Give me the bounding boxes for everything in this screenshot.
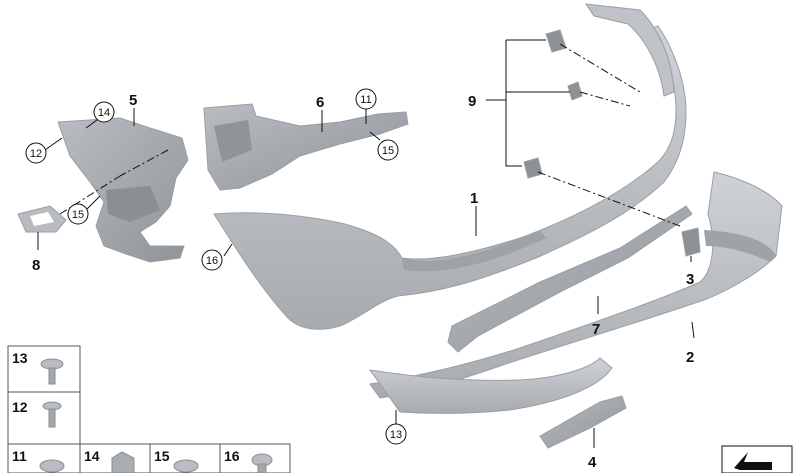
fastener-11-nut — [39, 459, 65, 473]
callout-6: 6 — [316, 94, 324, 111]
svg-text:15: 15 — [382, 145, 394, 157]
callout-4: 4 — [588, 454, 597, 471]
legend-label-15: 15 — [154, 448, 170, 464]
legend-label-11: 11 — [12, 448, 27, 464]
part-4-bracket — [539, 395, 627, 449]
fastener-14-clip — [111, 451, 135, 473]
legend-label-13: 13 — [12, 350, 28, 366]
svg-text:14: 14 — [98, 107, 110, 119]
svg-text:11: 11 — [360, 94, 371, 106]
legend-label-14: 14 — [84, 448, 100, 464]
part-9-clips — [523, 29, 583, 179]
part-7-reinforcement — [447, 205, 693, 353]
fastener-13-screw — [40, 358, 64, 385]
circled-callout-14: 14 — [93, 101, 115, 123]
view-direction-icon — [721, 445, 793, 473]
fastener-15-nut — [173, 459, 199, 473]
svg-text:16: 16 — [206, 255, 218, 267]
circled-callout-13: 13 — [385, 423, 407, 445]
part-8-clip — [17, 205, 67, 233]
callout-8: 8 — [32, 257, 40, 274]
svg-text:13: 13 — [390, 429, 402, 441]
fastener-16-rivet — [251, 453, 273, 473]
circled-callout-15-right: 15 — [377, 139, 399, 161]
part-1-bumper-panel — [213, 3, 687, 330]
callout-7: 7 — [592, 321, 600, 338]
part-6-carrier — [203, 103, 409, 191]
legend-label-12: 12 — [12, 399, 28, 415]
callout-9: 9 — [468, 93, 476, 110]
svg-text:15: 15 — [72, 209, 84, 221]
circled-callout-16: 16 — [201, 249, 223, 271]
circled-callout-11: 11 — [355, 88, 377, 110]
circled-callout-12: 12 — [25, 142, 47, 164]
fastener-12-screw — [42, 401, 62, 428]
part-3-clip — [681, 227, 701, 257]
fastener-legend: 13 12 11 14 15 16 — [7, 345, 291, 473]
svg-text:12: 12 — [30, 148, 42, 160]
circled-callout-15-left: 15 — [67, 203, 89, 225]
part-5-bracket — [57, 117, 189, 263]
callout-2: 2 — [686, 349, 694, 366]
callout-5: 5 — [129, 92, 137, 109]
callout-1: 1 — [470, 190, 478, 207]
callout-3: 3 — [686, 271, 694, 288]
part-13-trim-strip — [368, 357, 613, 414]
legend-label-16: 16 — [224, 448, 240, 464]
